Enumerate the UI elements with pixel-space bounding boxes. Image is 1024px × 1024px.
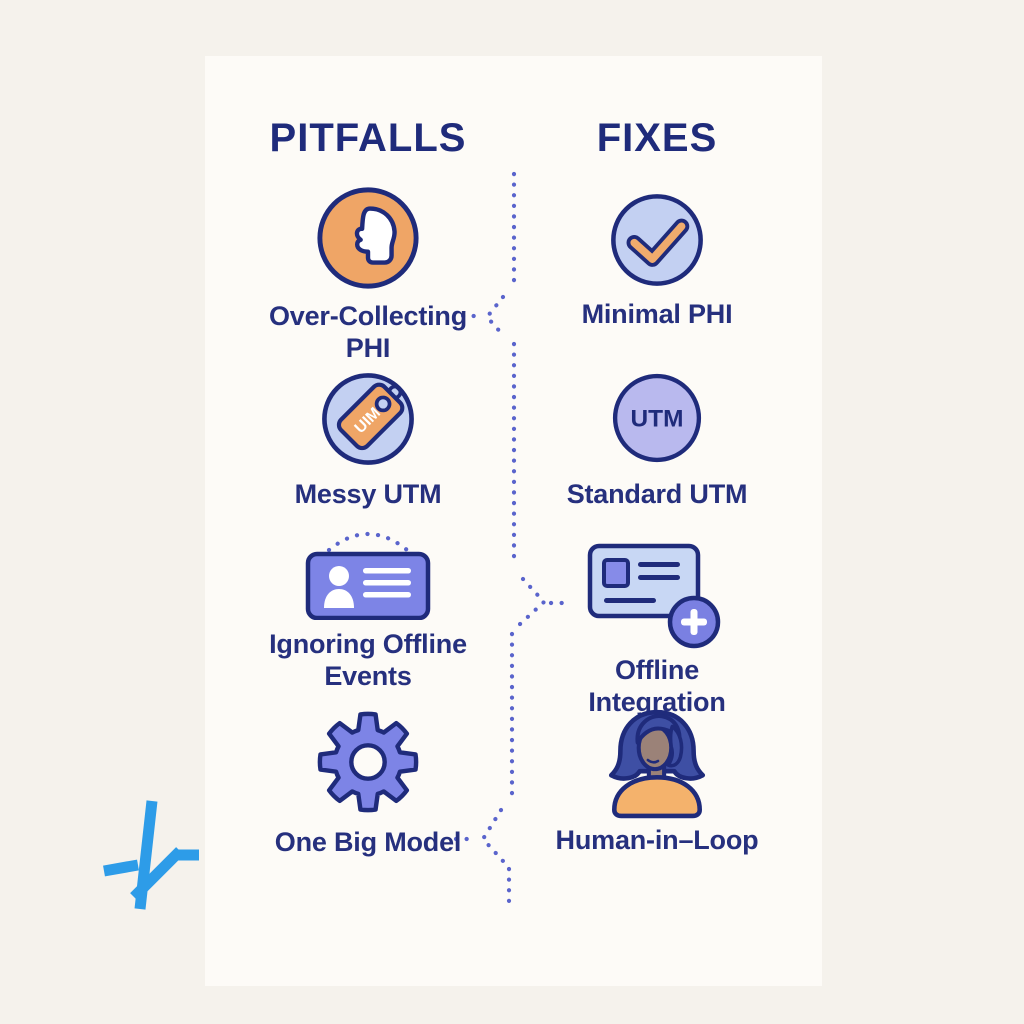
pitfall-ignoring-offline-events: Ignoring Offline Events bbox=[228, 514, 508, 692]
hair-lock bbox=[666, 724, 684, 768]
check-icon bbox=[611, 194, 703, 286]
dotted-arc bbox=[326, 531, 410, 553]
mouth bbox=[646, 758, 660, 764]
id-card-icon bbox=[305, 531, 431, 620]
pitfall-one-big-model: One Big Model bbox=[238, 708, 498, 858]
fix-standard-utm: UTM Standard UTM bbox=[532, 370, 782, 510]
fix-label: Standard UTM bbox=[566, 479, 748, 509]
left-arrow-icon bbox=[484, 294, 506, 338]
pitfall-over-collecting-phi: Over-Collecting PHI bbox=[238, 184, 498, 364]
fix-offline-integration: Offline Integration bbox=[532, 538, 782, 718]
fix-human-in-loop: Human-in–Loop bbox=[532, 700, 782, 856]
background-panel bbox=[205, 56, 822, 986]
fixes-header: FIXES bbox=[596, 116, 718, 160]
utm-badge-icon: UTM bbox=[612, 373, 702, 463]
shoulders bbox=[611, 774, 703, 819]
left-arrow-icon bbox=[480, 807, 506, 864]
pulse-logo bbox=[103, 800, 199, 910]
pitfall-label: PHI bbox=[345, 333, 391, 363]
pitfalls-header: PITFALLS bbox=[269, 116, 467, 160]
fix-label: Human-in–Loop bbox=[555, 825, 759, 855]
card-plus-icon bbox=[587, 543, 721, 649]
price-tag-icon: UIM bbox=[322, 373, 414, 465]
pitfall-messy-utm: UIM Messy UTM bbox=[238, 368, 498, 510]
pitfall-label: Messy UTM bbox=[294, 479, 442, 509]
fix-label: Minimal PHI bbox=[581, 299, 733, 329]
pitfall-label: Ignoring Offline bbox=[269, 629, 467, 659]
gear-icon bbox=[317, 711, 419, 813]
pitfall-label: Events bbox=[324, 661, 412, 691]
pitfall-label: Over-Collecting bbox=[268, 301, 468, 331]
head-profile-icon bbox=[317, 187, 419, 289]
right-arrow-icon bbox=[516, 576, 547, 628]
pitfall-label: One Big Model bbox=[274, 827, 462, 857]
fix-label: Offline bbox=[614, 655, 700, 685]
person-icon bbox=[608, 709, 706, 819]
badge-text: UTM bbox=[631, 406, 684, 433]
fix-minimal-phi: Minimal PHI bbox=[532, 190, 782, 330]
